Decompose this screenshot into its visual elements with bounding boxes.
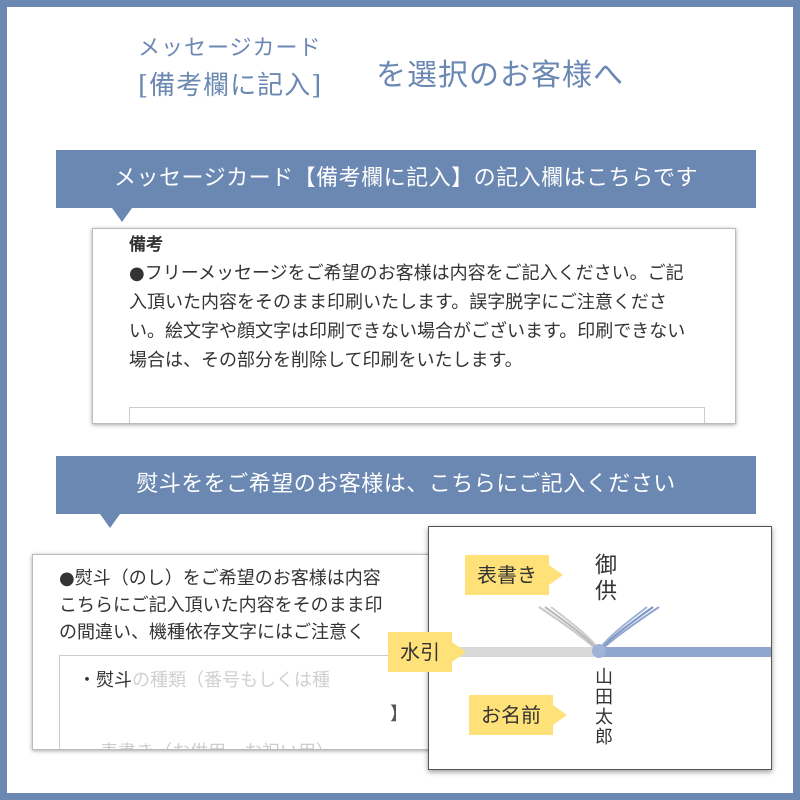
name-sample-text: 山田太郎 bbox=[592, 667, 613, 747]
omote-row-placeholder: 表書き（お供用・お祝い用） bbox=[100, 738, 334, 749]
header-small-title: メッセージカード bbox=[138, 36, 322, 61]
noshi-input[interactable]: ・熨斗の種類（番号もしくは種 】 表書き（お供用・お祝い用） bbox=[59, 655, 451, 749]
mizuhiki-knot bbox=[592, 644, 606, 658]
name-tag: お名前 bbox=[469, 695, 567, 735]
noshi-instructions-line: の間違い、機種依存文字にはご注意く bbox=[59, 622, 365, 643]
noshi-form: ●熨斗（のし）をご希望のお客様は内容 こちらにご記入頂いた内容をそのまま印 の間… bbox=[32, 554, 452, 750]
band-right bbox=[599, 647, 771, 657]
banner-noshi: 熨斗ををご希望のお客様は、こちらにご記入ください bbox=[56, 456, 756, 528]
omote-tag: 表書き bbox=[465, 555, 563, 595]
banner-noshi-text: 熨斗ををご希望のお客様は、こちらにご記入ください bbox=[136, 472, 676, 497]
noshi-instructions-line: ●熨斗（のし）をご希望のお客様は内容 bbox=[59, 568, 381, 589]
noshi-type-label: ・熨斗 bbox=[78, 670, 132, 691]
header-right-title: を選択のお客様へ bbox=[376, 58, 624, 93]
mizuhiki-tag: 水引 bbox=[388, 632, 466, 672]
noshi-instructions-line: こちらにご記入頂いた内容をそのまま印 bbox=[59, 595, 383, 616]
header-left: メッセージカード [備考欄に記入] bbox=[138, 34, 370, 104]
closing-bracket: 】 bbox=[390, 704, 408, 725]
remarks-input[interactable] bbox=[129, 407, 705, 423]
remarks-form: 備考 ●フリーメッセージをご希望のお客様は内容をご記入ください。ご記入頂いた内容… bbox=[92, 228, 736, 424]
noshi-instructions: ●熨斗（のし）をご希望のお客様は内容 こちらにご記入頂いた内容をそのまま印 の間… bbox=[59, 565, 451, 646]
header-big-title: [備考欄に記入] bbox=[138, 71, 323, 101]
noshi-type-placeholder: の種類（番号もしくは種 bbox=[132, 670, 330, 691]
remarks-label: 備考 bbox=[129, 235, 163, 255]
banner-message-card-text: メッセージカード【備考欄に記入】の記入欄はこちらです bbox=[114, 166, 698, 191]
omote-sample-text: 御供 bbox=[591, 553, 616, 605]
banner-message-card: メッセージカード【備考欄に記入】の記入欄はこちらです bbox=[56, 150, 756, 222]
banner-tail bbox=[100, 514, 120, 528]
mizuhiki-drawing bbox=[429, 606, 771, 658]
noshi-type-row: ・熨斗の種類（番号もしくは種 bbox=[78, 666, 330, 692]
remarks-instructions: ●フリーメッセージをご希望のお客様は内容をご記入ください。ご記入頂いた内容をその… bbox=[129, 263, 686, 371]
noshi-illustration: 御供 山田太郎 表書き お名前 bbox=[428, 526, 772, 770]
banner-tail bbox=[112, 208, 132, 222]
